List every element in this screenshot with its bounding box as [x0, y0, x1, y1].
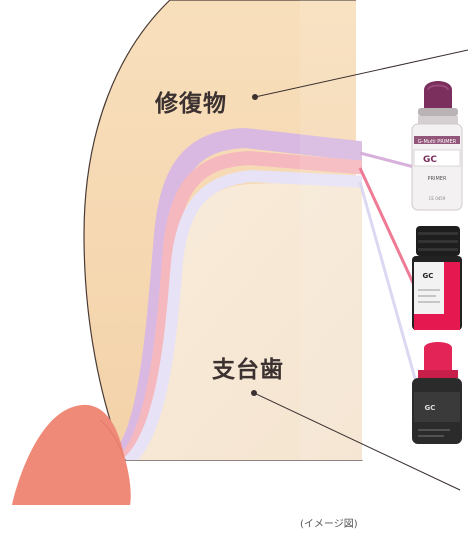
bottle-3-brand: GC: [425, 404, 436, 412]
connector-line-pink: [360, 168, 414, 285]
bottle-1-logo: GC: [423, 155, 437, 165]
bottle-1-fine-print: CE 0459: [429, 196, 446, 201]
connector-line-purple: [360, 153, 418, 168]
bottle-1-sub-label: PRIMER: [428, 176, 447, 182]
bottle-2-brand: GC: [423, 272, 434, 280]
restoration-label: 修復物: [155, 84, 227, 118]
abutment-tooth-label: 支台歯: [212, 350, 284, 384]
abutment-pointer-dot: [251, 390, 257, 396]
bottle-2: GC: [412, 226, 462, 330]
connector-line-lavender: [360, 182, 416, 382]
bottle-3: GC: [412, 342, 462, 444]
bottle-1-brand-label: G-Multi PRIMER: [418, 139, 457, 145]
image-caption: (イメージ図): [300, 515, 358, 530]
bottle-1-primer: G-Multi PRIMER GC PRIMER CE 0459: [412, 81, 462, 210]
restoration-pointer-dot: [252, 94, 258, 100]
